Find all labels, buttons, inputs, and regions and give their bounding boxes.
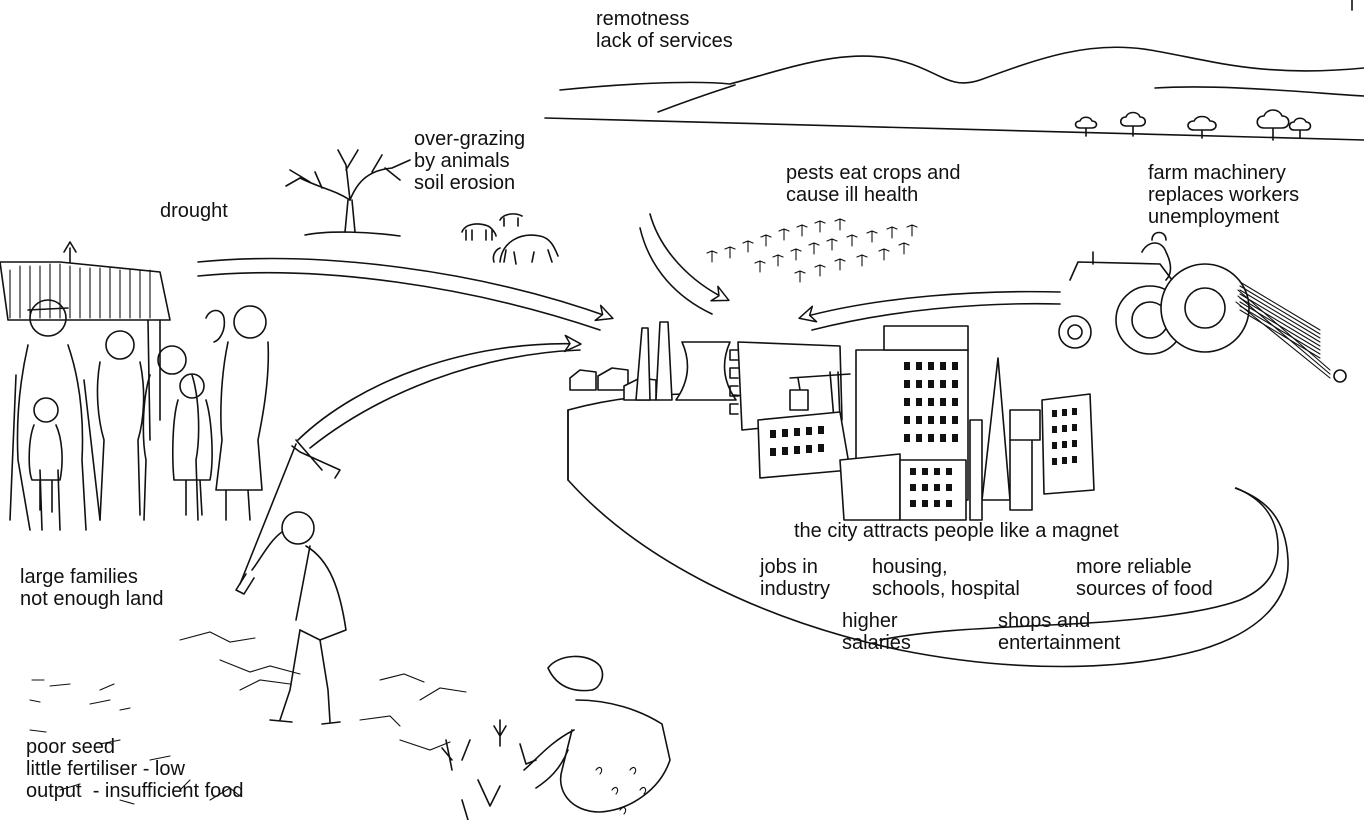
distant-trees (1074, 109, 1312, 141)
label-shops: shops and entertainment (998, 610, 1121, 654)
family-group (9, 299, 270, 531)
label-jobs-industry: jobs in industry (760, 556, 831, 600)
cracked-earth (29, 631, 467, 805)
dead-tree (285, 149, 411, 237)
label-drought: drought (160, 200, 228, 222)
label-poor-seed: poor seed little fertiliser - low output… (26, 736, 244, 802)
tractor (1058, 231, 1347, 383)
farmer-with-pickaxe (235, 439, 347, 725)
city-buildings (569, 321, 1095, 521)
label-housing: housing, schools, hospital (872, 556, 1020, 600)
label-farm-machinery: farm machinery replaces workers unemploy… (1148, 162, 1300, 228)
label-overgrazing: over-grazing by animals soil erosion (414, 128, 526, 194)
label-large-families: large families not enough land (20, 566, 164, 610)
crop-field (706, 218, 918, 283)
label-remoteness: remotness lack of services (596, 8, 733, 52)
city-platform (567, 393, 1289, 668)
grazing-animals (461, 213, 559, 265)
label-pests: pests eat crops and cause ill health (786, 162, 961, 206)
label-higher-salaries: higher salaries (842, 610, 911, 654)
label-city-magnet: the city attracts people like a magnet (794, 520, 1119, 542)
woman-planting (441, 655, 671, 820)
label-reliable-food: more reliable sources of food (1076, 556, 1213, 600)
migration-arrows (197, 213, 1061, 449)
